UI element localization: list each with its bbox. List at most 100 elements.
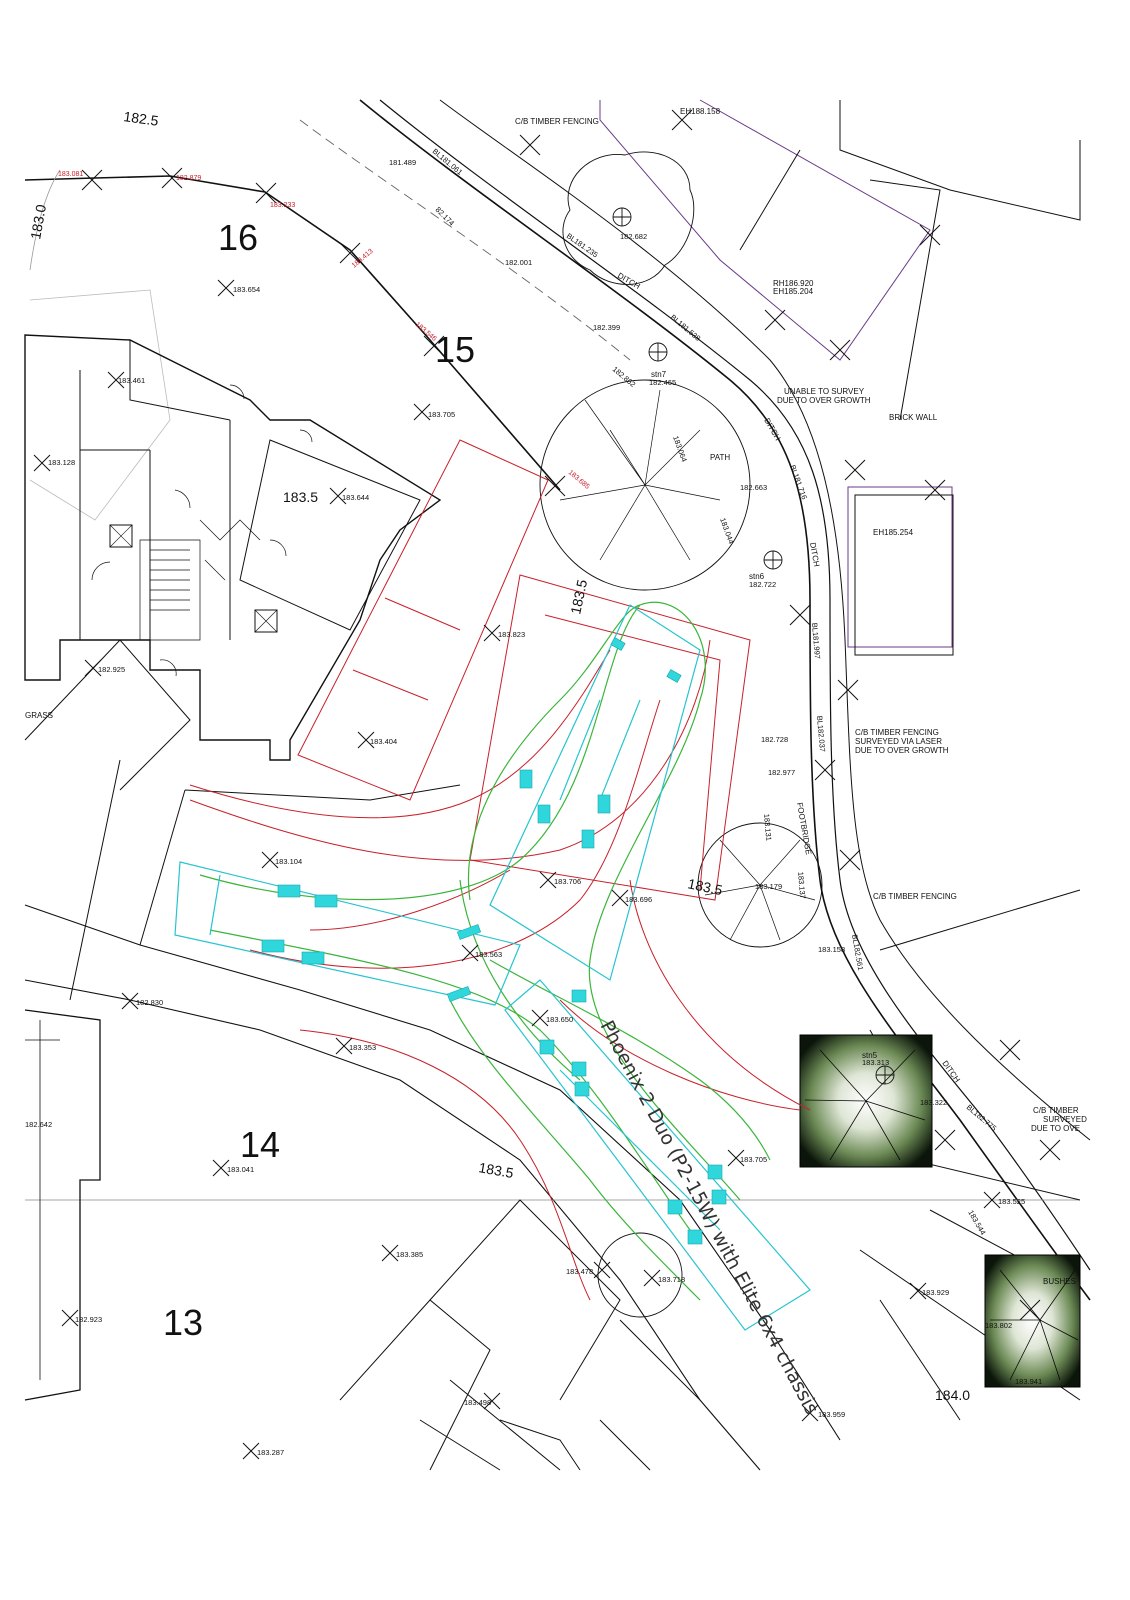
spot-level-labels: 183.654 183.461 183.705 183.128 183.644 … [25,158,1042,1457]
contour-label: 183.5 [686,875,724,898]
spot-level: 183.385 [396,1250,423,1259]
tree-canopy-top [562,151,695,285]
vehicle-outlines [174,604,811,1331]
tree-symbol-2 [984,1254,1081,1388]
note-unable-survey-2: DUE TO OVER GROWTH [777,396,871,405]
stream-level: BL181.235 [565,231,600,259]
vehicle-body-top [489,604,701,981]
spot-level: 182.923 [75,1315,102,1324]
spot-level: 183.705 [740,1155,767,1164]
plot-number-13: 13 [163,1302,203,1343]
note-rh: RH186.920 [773,279,814,288]
contour-label: 183.5 [477,1159,514,1181]
note-right: C/B TIMBER [1033,1106,1079,1115]
note-brick-wall: BRICK WALL [889,413,938,422]
note-eh-top: EH188.158 [680,107,721,116]
spot-level: 182.465 [649,378,676,387]
red-level: 183.233 [270,202,295,209]
note-eh-box: EH185.254 [873,528,914,537]
spot-level: 183.179 [755,882,782,891]
note-station: stn5 [862,1051,878,1060]
note-grass: GRASS [25,711,53,720]
vehicle-body-diagonal [504,979,811,1331]
plot-number-16: 16 [218,217,258,258]
stream-level: BL181.538 [669,313,703,343]
spot-level: 183.313 [862,1058,889,1067]
trees [539,151,823,1318]
note-footbridge: FOOTBRIDGE [795,802,813,856]
spot-level: 183.404 [370,737,397,746]
note-station: stn6 [749,572,765,581]
spot-level: 182.663 [740,483,767,492]
parking-bays-outline [297,439,549,801]
spot-level: 182.682 [620,232,647,241]
tree-canopy-large [539,379,751,591]
spot-level: 182.722 [749,580,776,589]
stream-level: BL181.716 [788,464,809,501]
turning-head-outline [469,574,751,901]
stream-level: 183.544 [966,1209,987,1237]
note-fencing-top: C/B TIMBER FENCING [515,117,599,126]
spot-level: 183.158 [818,945,845,954]
red-level: 182.879 [176,175,201,182]
red-level: 183.413 [351,248,375,270]
spot-level: 183.654 [233,285,260,294]
spot-level: 183.650 [546,1015,573,1024]
contour-label: 182.5 [123,108,160,129]
spot-level: 183.802 [985,1321,1012,1330]
spot-level: 183.461 [118,376,145,385]
spot-level: 183.353 [349,1043,376,1052]
proposed-red-lines [189,439,811,1301]
contour-label: 183.5 [283,489,318,505]
note-laser-2: SURVEYED VIA LASER [855,737,942,746]
stream-level: BL182.775 [965,1103,999,1133]
spot-crosses [33,109,1061,1460]
vehicle-label: Phoenix 2 Duo (P2-15W) with Elite 6x4 ch… [596,1017,823,1418]
spot-level: 182.925 [98,665,125,674]
contour-label: 183.0 [27,203,49,240]
spot-level: 183.525 [998,1197,1025,1206]
spot-level: 183.478 [566,1267,593,1276]
note-ditch: DITCH [808,542,821,568]
plot-number-14: 14 [240,1124,280,1165]
spot-level: 183.041 [227,1165,254,1174]
red-level: 183.685 [567,469,591,491]
tree-symbols [799,1034,1081,1388]
contour-label: 183.5 [567,578,590,616]
stream-level: 183.064 [671,435,689,464]
stream-level: 183.131 [762,813,773,841]
spot-level: 182.977 [768,768,795,777]
station-markers [612,207,895,1085]
stream-level: BL182.561 [850,934,865,971]
note-path: PATH [710,453,730,462]
note-laser: C/B TIMBER FENCING [855,728,939,737]
spot-level: 183.322 [920,1098,947,1107]
spot-level: 182.642 [25,1120,52,1129]
spot-level: 182.728 [761,735,788,744]
plot-number-15: 15 [435,329,475,370]
vehicle-wheels [261,637,727,1245]
note-unable-survey: UNABLE TO SURVEY [784,387,865,396]
stream-level: 183.137 [796,871,807,899]
spot-level: 183.705 [428,410,455,419]
contour-label: 184.0 [935,1387,970,1403]
spot-level: 182.001 [505,258,532,267]
spot-level: 182.830 [136,998,163,1007]
note-ditch: DITCH [940,1059,962,1084]
stream-level: BL181.997 [810,622,822,659]
stream-level: 82.174 [434,205,457,228]
stream-level: BL182.037 [815,715,827,752]
red-level: 183.081 [58,171,83,178]
spot-level: 181.489 [389,158,416,167]
stream-level: 182.862 [611,365,638,389]
note-rh-2: EH185.204 [773,287,814,296]
spot-level: 183.644 [342,493,369,502]
note-bushes: BUSHES [1043,1277,1076,1286]
spot-level: 183.563 [475,950,502,959]
note-fencing-mid: C/B TIMBER FENCING [873,892,957,901]
note-right-2: SURVEYED [1043,1115,1087,1124]
note-ditch: DITCH [762,417,782,443]
note-station: stn7 [651,370,667,379]
spot-level: 183.287 [257,1448,284,1457]
spot-level: 183.959 [818,1410,845,1419]
